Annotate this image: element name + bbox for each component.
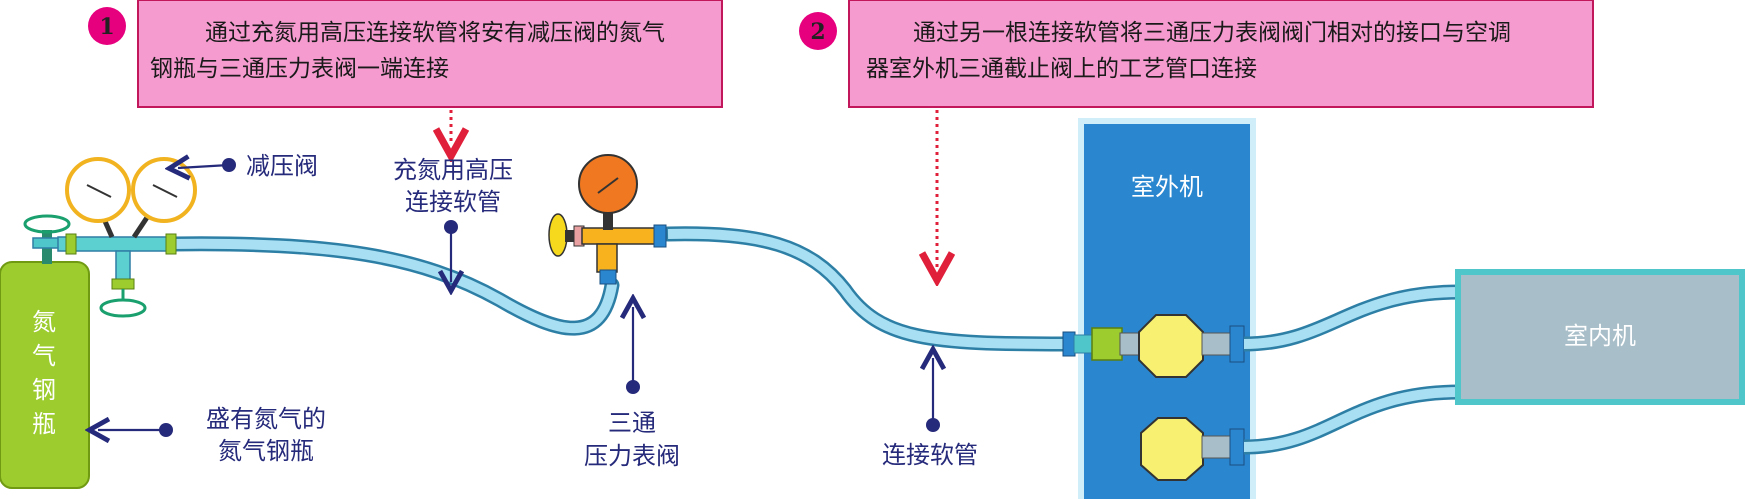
stop-valve-octagon-lower <box>1140 417 1204 481</box>
label-gauge-valve: 三通 压力表阀 <box>584 307 680 470</box>
cylinder-char-3: 钢 <box>32 376 56 404</box>
cylinder-valve-handwheel[interactable] <box>23 214 71 234</box>
label-cylinder: 盛有氮气的 氮气钢瓶 <box>98 405 326 465</box>
cylinder-char-2: 气 <box>32 342 56 370</box>
step-1-line1: 通过充氮用高压连接软管将安有减压阀的氮气 <box>205 20 665 46</box>
label-pressure-reducer: 减压阀 <box>178 152 318 180</box>
step-2-number: 2 <box>810 19 825 45</box>
refrigerant-pipes <box>1243 284 1461 455</box>
cylinder-char-4: 瓶 <box>32 410 56 438</box>
step-2-line1: 通过另一根连接软管将三通压力表阀阀门相对的接口与空调 <box>913 20 1511 46</box>
gauge-valve-handwheel[interactable] <box>548 213 568 257</box>
label-high-pressure-hose: 充氮用高压 连接软管 <box>393 156 513 282</box>
step-2-badge <box>799 12 837 50</box>
step-1-badge <box>88 7 126 45</box>
three-way-stop-valve[interactable] <box>1062 314 1245 378</box>
label-cylinder-line2: 氮气钢瓶 <box>218 437 314 465</box>
reducer-gauge-left <box>65 157 131 223</box>
label-gauge-line2: 压力表阀 <box>584 442 680 470</box>
label-hose-line1: 充氮用高压 <box>393 156 513 184</box>
step-2-line2: 器室外机三通截止阀上的工艺管口连接 <box>866 56 1257 82</box>
step-1-box <box>137 0 723 108</box>
step-1-line2: 钢瓶与三通压力表阀一端连接 <box>150 56 449 82</box>
nitrogen-cylinder: 氮 气 钢 瓶 <box>0 214 90 489</box>
label-connect-hose: 连接软管 <box>882 358 978 469</box>
label-cylinder-line1: 盛有氮气的 <box>206 405 326 433</box>
step-1: 1 通过充氮用高压连接软管将安有减压阀的氮气 钢瓶与三通压力表阀一端连接 <box>88 0 723 108</box>
outdoor-unit-label: 室外机 <box>1131 173 1203 201</box>
label-hose-line2: 连接软管 <box>405 188 501 216</box>
stop-valve-octagon-upper <box>1138 314 1204 378</box>
step-2: 2 通过另一根连接软管将三通压力表阀阀门相对的接口与空调 器室外机三通截止阀上的… <box>799 0 1594 108</box>
label-pressure-reducer-text: 减压阀 <box>246 152 318 180</box>
label-gauge-line1: 三通 <box>608 409 656 437</box>
label-connect-hose-text: 连接软管 <box>882 441 978 469</box>
two-way-stop-valve[interactable] <box>1140 417 1245 481</box>
indoor-unit: 室内机 <box>1455 269 1745 405</box>
step-2-box <box>848 0 1594 108</box>
high-pressure-hose <box>164 236 620 336</box>
cylinder-body <box>0 261 90 489</box>
cylinder-char-1: 氮 <box>32 308 56 336</box>
gauge-valve-dial <box>578 154 638 214</box>
connection-hose <box>660 226 1073 352</box>
reducer-adjust-knob[interactable] <box>99 298 147 318</box>
indoor-unit-label: 室内机 <box>1564 322 1636 350</box>
indoor-unit-body <box>1455 269 1745 405</box>
step-1-number: 1 <box>99 14 114 40</box>
three-way-gauge-valve[interactable] <box>548 154 667 285</box>
